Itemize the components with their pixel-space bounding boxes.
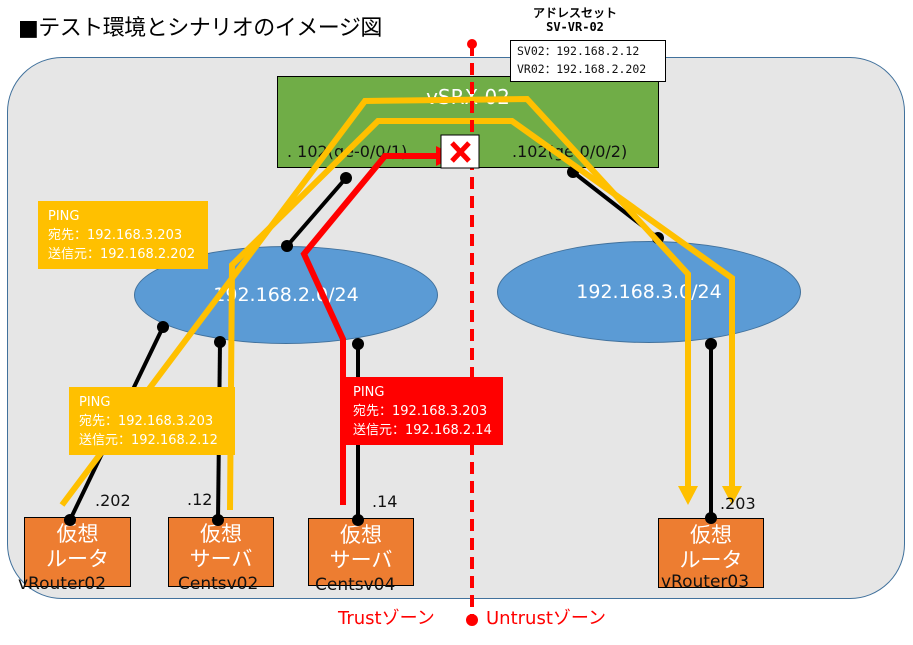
link-endpoint [340, 172, 352, 184]
diagram-title: ■テスト環境とシナリオのイメージ図 [18, 16, 382, 41]
ip-suffix-vrouter03: .203 [720, 494, 756, 513]
ping-path-centsv04 [300, 153, 438, 505]
address-set-box: SV02：192.168.2.12 VR02：192.168.2.202 [510, 40, 666, 82]
link-fw-net2 [285, 176, 348, 248]
link-endpoint [212, 514, 224, 526]
ping-source: 送信元：192.168.2.12 [79, 433, 218, 448]
address-set-header: アドレスセット SV-VR-02 [520, 6, 630, 34]
address-set-entry: SV02：192.168.2.12 [517, 44, 640, 58]
arrowhead-icon [678, 486, 698, 505]
network-192-168-3: 192.168.3.0/24 [497, 241, 801, 343]
x-mark-icon [450, 141, 471, 163]
link-endpoint [352, 514, 364, 526]
ping-destination: 宛先：192.168.3.203 [48, 228, 183, 243]
address-set-entry: VR02：192.168.2.202 [517, 62, 647, 76]
zone-boundary-endpoint [466, 614, 478, 626]
ping-callout-vrouter02: PING 宛先：192.168.3.203 送信元：192.168.2.202 [38, 201, 208, 269]
node-type-line2: サーバ [329, 548, 393, 572]
node-type-line2: ルータ [46, 547, 109, 571]
untrust-zone-label: Untrustゾーン [486, 608, 606, 629]
node-centsv04: 仮想 サーバ [308, 518, 414, 586]
link-endpoint [281, 240, 293, 252]
ip-suffix-vrouter02: .202 [95, 491, 131, 510]
ip-suffix-centsv02: .12 [187, 490, 213, 509]
node-name-centsv02: Centsv02 [178, 574, 259, 594]
ping-source: 送信元：192.168.2.14 [353, 423, 492, 438]
node-type-line1: 仮想 [340, 523, 382, 547]
ip-suffix-centsv04: .14 [372, 492, 398, 511]
ping-destination: 宛先：192.168.3.203 [353, 404, 488, 419]
ping-destination: 宛先：192.168.3.203 [79, 414, 214, 429]
node-type-line1: 仮想 [56, 522, 99, 546]
node-type-line1: 仮想 [690, 523, 732, 547]
node-type-line1: 仮想 [200, 522, 242, 546]
link-endpoint [214, 336, 226, 348]
ping-callout-centsv02: PING 宛先：192.168.3.203 送信元：192.168.2.12 [69, 387, 235, 455]
ping-title: PING [353, 385, 385, 400]
link-endpoint [157, 321, 169, 333]
node-centsv02: 仮想 サーバ [168, 517, 274, 587]
link-endpoint [64, 514, 76, 526]
node-type-line2: ルータ [679, 548, 743, 572]
arrowhead-icon [722, 486, 742, 505]
node-name-vrouter02: vRouter02 [18, 574, 107, 594]
ping-source: 送信元：192.168.2.202 [48, 247, 196, 262]
zone-boundary-endpoint [467, 39, 477, 49]
ping-path-centsv02 [227, 118, 735, 511]
link-endpoint [352, 338, 364, 350]
node-vrouter02: 仮想 ルータ [24, 517, 131, 587]
address-set-title: アドレスセット [532, 6, 617, 20]
link-endpoint [705, 338, 717, 350]
link-endpoint [705, 512, 717, 524]
ping-title: PING [79, 395, 111, 410]
address-set-name: SV-VR-02 [546, 20, 604, 34]
trust-zone-label: Trustゾーン [338, 608, 435, 629]
ping-title: PING [48, 209, 80, 224]
interface-label-untrust: .102(ge-0/0/2) [512, 142, 628, 161]
node-name-vrouter03: vRouter03 [661, 572, 750, 592]
node-name-centsv04: Centsv04 [315, 575, 396, 595]
node-type-line2: サーバ [189, 547, 253, 571]
ping-callout-centsv04: PING 宛先：192.168.3.203 送信元：192.168.2.14 [343, 377, 503, 445]
